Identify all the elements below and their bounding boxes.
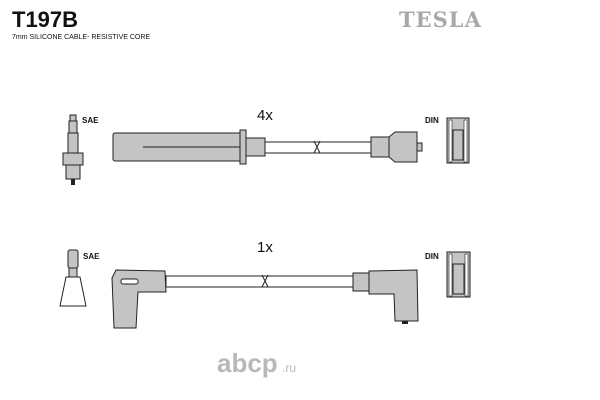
sae-terminal-icon [59, 249, 87, 307]
spark-plug-icon [62, 114, 84, 185]
cable-row-1x: 1x SAE DIN [59, 239, 471, 329]
quantity-label: 1x [257, 239, 273, 256]
din-terminal-icon [446, 117, 470, 164]
description: 7mm SILICONE CABLE- RESISTIVE CORE [12, 34, 150, 41]
brand-logo: TESLA [399, 7, 482, 32]
din-label: DIN [425, 116, 439, 125]
watermark: abcp .ru [217, 348, 296, 378]
part-number: T197B [12, 7, 78, 32]
sae-label: SAE [82, 116, 99, 125]
cable-row-4x: 4x SAE DIN [62, 107, 470, 185]
din-label: DIN [425, 252, 439, 261]
quantity-label: 4x [257, 107, 273, 124]
din-boot-icon [370, 131, 423, 163]
straight-boot-icon [112, 129, 266, 165]
watermark-suffix: .ru [282, 361, 296, 375]
angled-boot-left-icon [111, 269, 167, 329]
watermark-main: abcp [217, 348, 278, 378]
din-terminal-icon [446, 251, 471, 298]
angled-boot-right-icon [352, 269, 419, 324]
sae-label: SAE [83, 252, 100, 261]
cable-wire [165, 274, 355, 288]
cable-wire [264, 140, 372, 154]
